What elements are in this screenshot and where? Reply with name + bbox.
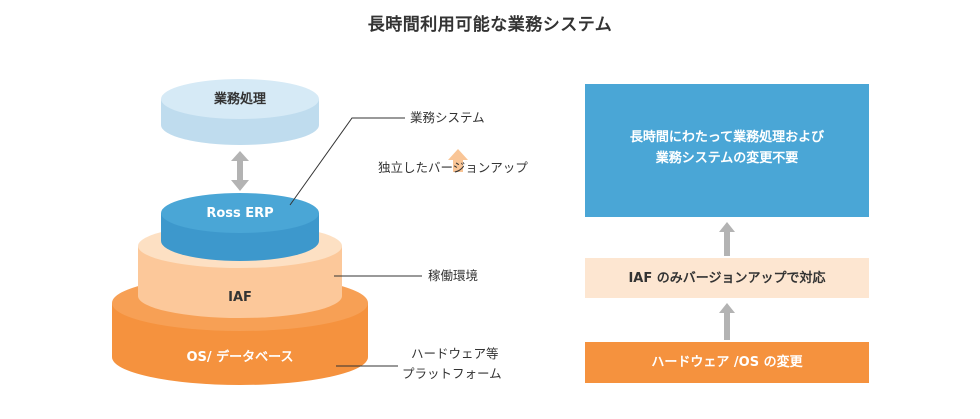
up-arrow-icon [719,222,735,256]
hardware-annotation: ハードウェア等 [411,346,499,361]
flow-middle-box [585,258,869,298]
iaf-label: IAF [228,289,252,305]
business-system-annotation: 業務システム [410,110,485,125]
business-processing-disc [161,79,319,145]
leader-line-business-system [289,117,405,206]
flow-top-line1: 長時間にわたって業務処理および [629,129,825,145]
os-db-label: OS/ データベース [186,349,294,365]
flow-top-box [585,84,869,217]
upgrade-arrow-icon [448,149,468,172]
page-title: 長時間利用可能な業務システム [367,15,613,35]
flow-middle-box-text: IAF のみバージョンアップで対応 [628,270,826,286]
flow-bottom-box-text: ハードウェア /OS の変更 [651,355,803,370]
independent-upgrade-annotation: 独立したバージョンアップ [378,160,528,175]
double-arrow-icon [231,151,249,191]
ross-erp-layer [161,193,319,261]
flow-top-line2: 業務システムの変更不要 [655,150,799,166]
business-processing-label: 業務処理 [213,91,266,107]
flow-bottom-box [585,342,869,383]
ross-erp-label: Ross ERP [206,205,274,221]
operating-environment-annotation: 稼働環境 [428,268,479,283]
flow-top-box-text: 長時間にわたって業務処理および 業務システムの変更不要 [585,84,869,217]
platform-annotation: プラットフォーム [402,366,502,381]
up-arrow-icon [719,303,735,340]
